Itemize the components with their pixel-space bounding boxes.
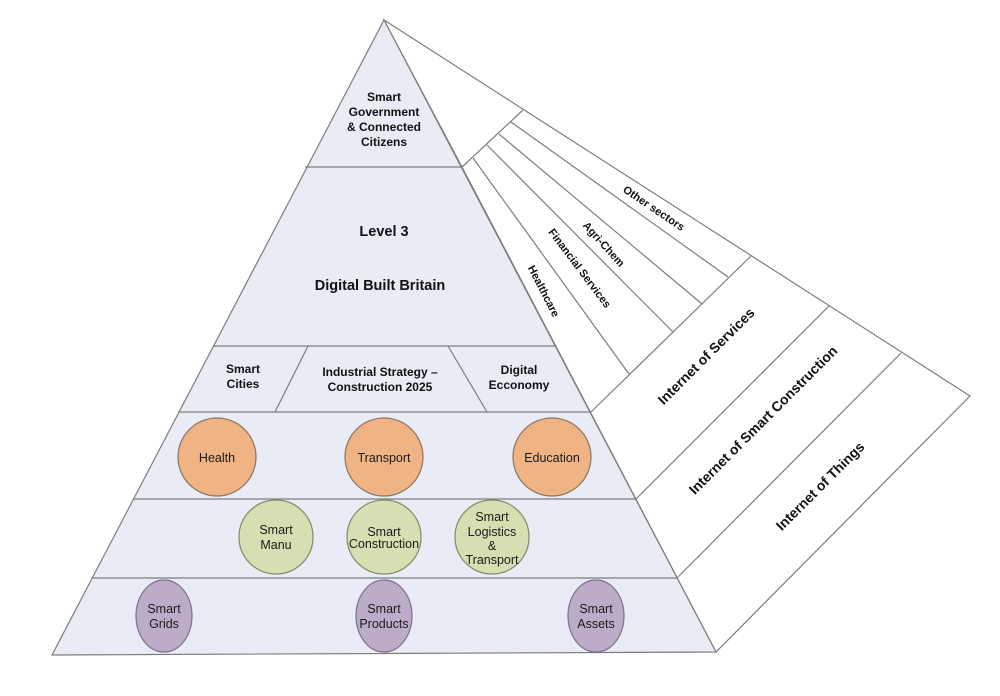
node-label: Smart [259,523,293,537]
node-label: Manu [260,538,291,552]
node-smart-logistics: Smart Logistics & Transport [454,499,530,575]
node-smart-products: Smart Products [355,579,413,653]
node-circle [567,579,625,653]
node-circle [177,417,257,497]
sector-line-4 [510,121,729,278]
sector-line-1 [472,157,630,375]
node-circle [344,417,424,497]
strategy-divider-right [447,345,488,413]
node-circle [454,499,530,575]
node-label: Smart [475,510,509,524]
layer-divider-1 [635,305,830,500]
top-tier-line: & Connected [347,120,421,134]
top-tier-line: Citizens [361,135,407,149]
node-circle [238,499,314,575]
layer-divider-2 [676,352,902,579]
node-label: Assets [577,617,615,631]
digital-economy-label: Ecconomy [489,378,550,392]
node-circle [512,417,592,497]
digital-economy-label: Digital [501,363,538,377]
sector-band-top-boundary [461,109,524,168]
node-smart-grids: Smart Grids [135,579,193,653]
node-label: Education [524,451,580,465]
node-label: Smart [147,602,181,616]
node-label: Smart [367,525,401,539]
node-label: Smart [579,602,613,616]
node-label: Transport [465,553,519,567]
node-education: Education [512,417,592,497]
sector-band-bottom-boundary [590,255,752,413]
top-tier-line: Smart [367,90,401,104]
node-label: Grids [149,617,179,631]
node-circle [346,499,422,575]
node-circle [135,579,193,653]
industrial-strategy-label: Industrial Strategy – [322,365,438,379]
node-label: & [488,539,497,553]
digital-built-britain-title: Digital Built Britain [315,278,446,294]
node-label: Construction [349,537,419,551]
level-label: Level 3 [359,224,408,240]
strategy-divider-left [274,345,309,413]
top-tier-label: Smart Government & Connected Citizens [347,90,421,149]
smart-cities-label: Cities [227,377,260,391]
industrial-strategy-label: Construction 2025 [328,380,433,394]
node-label: Logistics [468,525,517,539]
node-health: Health [177,417,257,497]
node-label: Products [359,617,408,631]
top-tier-line: Government [349,105,420,119]
node-smart-construction: Smart Construction [346,499,422,575]
node-label: Transport [357,451,411,465]
node-circle [355,579,413,653]
node-smart-assets: Smart Assets [567,579,625,653]
node-label: Smart [367,602,401,616]
node-smart-manu: Smart Manu [238,499,314,575]
sector-line-3 [498,133,703,305]
node-label: Health [199,451,235,465]
smart-cities-label: Smart [226,362,260,376]
sector-line-2 [486,144,674,333]
node-transport: Transport [344,417,424,497]
